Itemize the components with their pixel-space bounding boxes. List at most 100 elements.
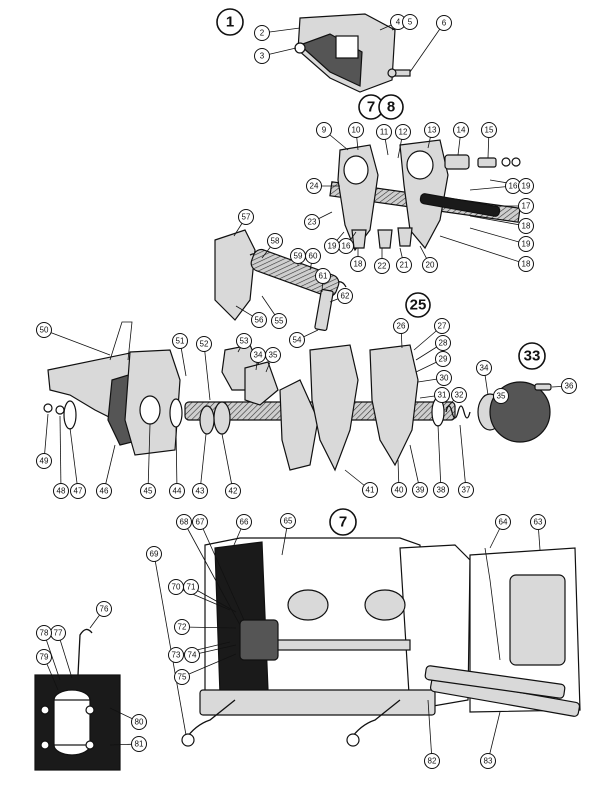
bracket-assembly xyxy=(294,13,411,93)
part-label-p18a: 18 xyxy=(518,218,534,234)
part-label-circle xyxy=(412,482,428,498)
part-label-text: 82 xyxy=(428,757,437,766)
contact-spring-left xyxy=(287,589,329,621)
part-label-p38: 38 xyxy=(433,482,449,498)
part-label-text: 3 xyxy=(260,52,265,61)
leader-p6 xyxy=(409,22,445,73)
part-label-text: 17 xyxy=(522,202,531,211)
part-label-text: 29 xyxy=(439,355,448,364)
part-label-text: 41 xyxy=(366,486,375,495)
part-label-circle xyxy=(458,482,474,498)
part-label-text: 23 xyxy=(308,218,317,227)
part-label-text: 34 xyxy=(254,351,263,360)
part-label-text: 63 xyxy=(534,518,543,527)
part-label-text: 83 xyxy=(484,757,493,766)
part-label-p5: 5 xyxy=(402,14,418,30)
leader-p68 xyxy=(183,521,241,626)
part-label-circle xyxy=(271,313,287,329)
housing-bore xyxy=(139,395,161,425)
leader-p47 xyxy=(69,427,79,492)
part-label-circle xyxy=(324,238,340,254)
part-label-p27: 27 xyxy=(434,318,450,334)
part-label-circle xyxy=(518,198,534,214)
part-label-circle xyxy=(350,256,366,272)
part-label-p24: 24 xyxy=(306,178,322,194)
part-label-text: 55 xyxy=(275,317,284,326)
part-label-p28: 28 xyxy=(435,335,451,351)
bracket-bolt-head xyxy=(387,68,397,78)
leader-p71 xyxy=(190,586,237,613)
part-label-text: 62 xyxy=(341,292,350,301)
washer-45 xyxy=(169,398,183,428)
group-label-text: 25 xyxy=(410,297,427,314)
part-label-text: 40 xyxy=(395,486,404,495)
part-label-text: 70 xyxy=(172,583,181,592)
part-label-text: 64 xyxy=(499,518,508,527)
part-label-text: 38 xyxy=(437,486,446,495)
part-label-text: 68 xyxy=(180,518,189,527)
leader-p50 xyxy=(43,329,111,356)
nut-49 xyxy=(43,403,53,413)
spring-arm-assembly xyxy=(214,229,347,332)
part-label-p83: 83 xyxy=(480,753,496,769)
part-label-circle xyxy=(476,360,492,376)
part-label-circle xyxy=(183,579,199,595)
part-label-p17: 17 xyxy=(518,198,534,214)
part-label-p36: 36 xyxy=(561,378,577,394)
part-label-circle xyxy=(192,514,208,530)
housing-door-panel xyxy=(214,541,269,696)
part-label-p64: 64 xyxy=(495,514,511,530)
part-label-circle xyxy=(236,514,252,530)
part-label-circle xyxy=(424,122,440,138)
housing-base xyxy=(199,689,436,716)
part-label-p53: 53 xyxy=(236,333,252,349)
part-label-p71: 71 xyxy=(183,579,199,595)
part-label-p40: 40 xyxy=(391,482,407,498)
group-label-text: 7 xyxy=(339,514,347,531)
group-label-circle xyxy=(329,508,357,536)
bearing-42 xyxy=(213,401,231,435)
part-label-p49: 49 xyxy=(36,453,52,469)
part-label-circle xyxy=(254,25,270,41)
part-label-text: 36 xyxy=(565,382,574,391)
terminal-block-assembly xyxy=(34,628,121,771)
part-label-text: 39 xyxy=(416,486,425,495)
part-label-p45: 45 xyxy=(140,483,156,499)
lever-block-left xyxy=(279,379,319,471)
group-label-text: 33 xyxy=(524,348,541,365)
leader-p78 xyxy=(43,632,61,681)
part-label-text: 78 xyxy=(40,629,49,638)
cam-bracket-a xyxy=(351,229,367,249)
part-label-circle xyxy=(140,483,156,499)
part-label-p51: 51 xyxy=(172,333,188,349)
part-label-text: 57 xyxy=(242,213,251,222)
part-label-circle xyxy=(289,332,305,348)
part-label-circle xyxy=(391,482,407,498)
part-label-text: 79 xyxy=(40,653,49,662)
part-label-text: 49 xyxy=(40,457,49,466)
part-label-p35b: 35 xyxy=(493,388,509,404)
part-label-circle xyxy=(433,482,449,498)
contact-spring-right xyxy=(364,589,406,621)
part-label-circle xyxy=(453,122,469,138)
washer-47 xyxy=(63,400,77,430)
part-label-text: 43 xyxy=(196,487,205,496)
part-label-text: 73 xyxy=(172,651,181,660)
main-shaft-assembly xyxy=(43,321,552,472)
part-label-p22: 22 xyxy=(374,258,390,274)
leader-p18c xyxy=(439,235,527,265)
part-label-text: 65 xyxy=(284,517,293,526)
cam-nut xyxy=(511,157,521,167)
part-label-p78: 78 xyxy=(36,625,52,641)
cam-34-35 xyxy=(244,361,279,406)
part-label-circle xyxy=(196,336,212,352)
housing-crank xyxy=(239,619,279,661)
part-label-p46: 46 xyxy=(96,483,112,499)
leader-p19b xyxy=(469,227,527,245)
part-label-text: 6 xyxy=(442,19,447,28)
part-label-p54: 54 xyxy=(289,332,305,348)
bolt-36 xyxy=(534,383,552,391)
part-label-circle xyxy=(176,514,192,530)
part-label-p55: 55 xyxy=(271,313,287,329)
